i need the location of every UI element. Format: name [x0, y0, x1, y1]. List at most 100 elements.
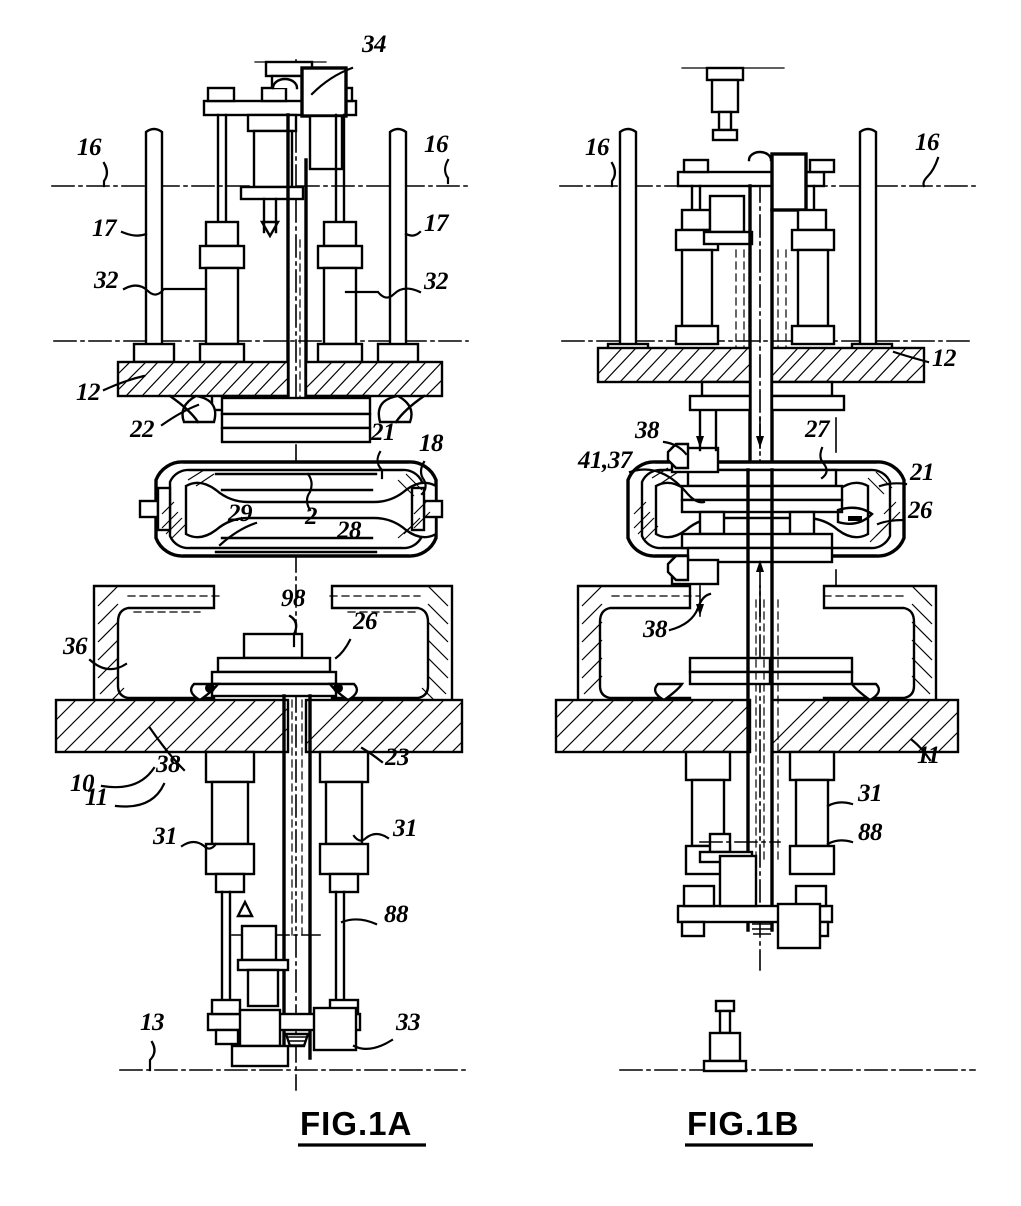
reference-numeral-21: 21 [909, 459, 934, 486]
reference-numeral-28: 28 [336, 517, 362, 544]
lower-cyl-foot-right-1a [318, 842, 370, 876]
bottom-block-1b [776, 902, 822, 950]
post-left-16-1b [618, 127, 638, 352]
lower-cyl-head-right-1b [788, 750, 836, 782]
bottom-nut-left-1b [680, 920, 706, 938]
gland-left-1b [700, 380, 752, 398]
bottom-bolt-left-1a [210, 998, 242, 1016]
top-bolt-left-1a [206, 86, 236, 103]
reference-numeral-13: 13 [140, 1009, 164, 1036]
seat-ring-left-b-1b [688, 670, 772, 686]
reference-numeral-31: 31 [152, 823, 177, 850]
post-right-base-1a [376, 342, 420, 364]
leader-lines-1b [610, 156, 940, 846]
plug-ring-d-1b [680, 532, 834, 550]
bottom-nut-left-1a [214, 1028, 240, 1046]
reference-numeral-88: 88 [384, 901, 409, 928]
cyl-foot-right-1a [316, 342, 364, 364]
fig-1a-caption: FIG.1A [300, 1105, 412, 1142]
indicator-arrow-1a [236, 899, 254, 918]
cyl-barrel-right-1a [322, 266, 358, 346]
plug-leg-right-1b [788, 510, 816, 536]
gland-lower-right-1b [770, 394, 846, 412]
plug-ring-3-1a [210, 682, 338, 698]
fig-1b-caption: FIG.1B [687, 1105, 799, 1142]
bottom-thread-1b [752, 923, 772, 935]
bottom-boss-left-1b [682, 884, 716, 908]
side-port-nose-lower-1b [666, 554, 690, 582]
seat-fillet-left-1b [653, 682, 685, 702]
endplate-left-1a [156, 486, 172, 532]
reference-numeral-16: 16 [77, 134, 102, 161]
endplate-right-1a [410, 486, 426, 532]
cyl-head-right-1a [316, 244, 364, 270]
valve-body-18-1a [138, 460, 444, 558]
bottom-inner-block-1b [718, 854, 758, 908]
inner-stop-1b [708, 832, 732, 854]
detached-rod-1b [717, 110, 733, 132]
nut-dome-1b [747, 150, 773, 162]
cyl-foot-right-1b [790, 324, 836, 346]
seal-dot-left-1a [205, 683, 215, 693]
bonnet-plate-12-1b [596, 346, 926, 384]
reference-numeral-17: 17 [92, 215, 118, 242]
lower-body-1b [576, 584, 938, 720]
reference-numeral-2: 2 [304, 503, 317, 530]
leader-lines-1a [88, 66, 450, 1072]
detached-bottom-rod-1b [718, 1009, 732, 1035]
cyl-barrel-left-1b [680, 248, 714, 328]
lower-cyl-foot-left-1a [204, 842, 256, 876]
inner-block-left-1b [708, 194, 746, 234]
lower-cyl-stub-left-1a [214, 872, 246, 894]
reference-numeral-11: 11 [917, 742, 940, 769]
lower-cyl-barrel-right-1a [324, 780, 364, 846]
valve-body-1b [626, 460, 906, 564]
reference-numeral-38: 38 [634, 417, 660, 444]
bottom-block-1a [312, 1006, 358, 1052]
inner-flange-left-1b [702, 230, 754, 246]
block-1b [770, 152, 808, 212]
post-left-base-1a [132, 342, 176, 364]
bonnet-curve-right-1a [394, 394, 426, 424]
arrow-marker-1a [259, 220, 281, 239]
reference-numeral-26: 26 [907, 497, 933, 524]
bottom-pad-1a [230, 1044, 290, 1068]
plug-ring-2-1a [210, 670, 338, 686]
seal-dot-right-1a [333, 683, 343, 693]
seat-fillet-right-1b [849, 682, 881, 702]
cyl-head-left-1a [198, 244, 246, 270]
lower-cyl-barrel-left-1a [210, 780, 250, 846]
rod-collar-left-1a [204, 220, 240, 248]
gland-right-1b [770, 380, 834, 398]
post-right-16-1a [388, 127, 408, 352]
rod-collar-right-1a [322, 220, 358, 248]
seat-mark-1b [848, 516, 862, 521]
bolt-right-1b [808, 158, 836, 174]
inner-block-flange-1a [236, 958, 290, 972]
lower-cyl-stub-right-1a [328, 872, 360, 894]
reference-numeral-41-37: 41,37 [577, 447, 634, 474]
plug-top-1a [242, 632, 304, 660]
reference-numeral-16: 16 [424, 131, 449, 158]
reference-numeral-31: 31 [392, 815, 417, 842]
figure-1b-drawing [554, 66, 976, 1073]
detached-body-1b [710, 78, 740, 114]
reference-numeral-32: 32 [423, 268, 448, 295]
upper-cyl-1a [252, 129, 294, 189]
plug-ring-b-1b [680, 484, 844, 502]
seat-pocket-right-1b [836, 506, 874, 525]
reference-numeral-21: 21 [370, 419, 395, 446]
detached-bottom-body-1b [708, 1031, 742, 1063]
upper-cyl-base-1a [239, 185, 305, 201]
inner-block-lower-1a [246, 968, 280, 1008]
disc-3-1a [220, 426, 372, 444]
reference-numeral-12: 12 [932, 345, 956, 372]
nipple-left-1a [138, 499, 160, 519]
seat-ring-right-b-1b [770, 670, 854, 686]
lower-cyl-foot-right-1b [788, 844, 836, 876]
lower-cyl-barrel-right-1b [794, 778, 830, 848]
